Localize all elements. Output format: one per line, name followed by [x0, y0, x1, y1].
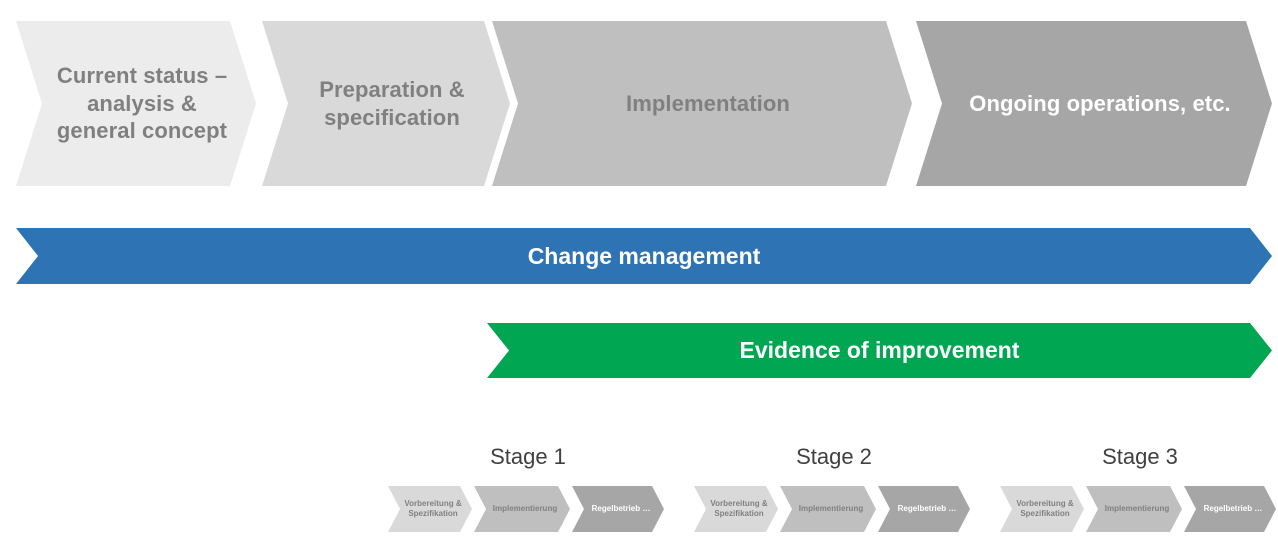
- stage-step-implementation[interactable]: Implementierung: [1086, 486, 1182, 532]
- stage-step-label: Vorbereitung & Spezifikation: [710, 498, 768, 518]
- phase-label: Ongoing operations, etc.: [969, 90, 1231, 116]
- stage-step-operations[interactable]: Regelbetrieb …: [572, 486, 664, 532]
- stage-step-label: Implementierung: [492, 503, 558, 513]
- phase-chevron-current-status[interactable]: Current status – analysis & general conc…: [16, 21, 256, 186]
- stage-step-label: Vorbereitung & Spezifikation: [1016, 498, 1074, 518]
- phase-label: Implementation: [626, 90, 790, 116]
- stage-step-preparation[interactable]: Vorbereitung & Spezifikation: [1000, 486, 1084, 532]
- stage-group-3: Stage 3 Vorbereitung & Spezifikation Imp…: [1000, 446, 1278, 532]
- stage-step-label: Implementierung: [798, 503, 864, 513]
- phase-label: Current status – analysis & general conc…: [56, 63, 228, 144]
- stage-step-label: Regelbetrieb …: [1203, 503, 1263, 513]
- stage-group-2: Stage 2 Vorbereitung & Spezifikation Imp…: [694, 446, 974, 532]
- stage-step-label: Regelbetrieb …: [897, 503, 957, 513]
- stage-chevron-row: Vorbereitung & Spezifikation Implementie…: [1000, 486, 1278, 532]
- stage-title: Stage 3: [1102, 444, 1178, 469]
- ribbon-label: Evidence of improvement: [739, 337, 1020, 363]
- stage-step-label: Regelbetrieb …: [591, 503, 651, 513]
- stage-title: Stage 1: [490, 444, 566, 469]
- stage-step-preparation[interactable]: Vorbereitung & Spezifikation: [694, 486, 778, 532]
- ribbon-label: Change management: [527, 242, 761, 269]
- stage-chevron-row: Vorbereitung & Spezifikation Implementie…: [694, 486, 974, 532]
- phase-chevron-preparation[interactable]: Preparation & specification: [262, 21, 510, 186]
- stage-title: Stage 2: [796, 444, 872, 469]
- phase-chevron-implementation[interactable]: Implementation: [492, 21, 912, 186]
- stage-step-operations[interactable]: Regelbetrieb …: [878, 486, 970, 532]
- stage-chevron-row: Vorbereitung & Spezifikation Implementie…: [388, 486, 668, 532]
- stage-group-1: Stage 1 Vorbereitung & Spezifikation Imp…: [388, 446, 668, 532]
- stage-step-implementation[interactable]: Implementierung: [474, 486, 570, 532]
- stage-step-operations[interactable]: Regelbetrieb …: [1184, 486, 1276, 532]
- stage-step-implementation[interactable]: Implementierung: [780, 486, 876, 532]
- stage-step-label: Implementierung: [1104, 503, 1170, 513]
- stage-step-preparation[interactable]: Vorbereitung & Spezifikation: [388, 486, 472, 532]
- stage-step-label: Vorbereitung & Spezifikation: [404, 498, 462, 518]
- phase-label: Preparation & specification: [319, 77, 465, 130]
- ribbon-change-management[interactable]: Change management: [16, 228, 1272, 284]
- ribbon-evidence-of-improvement[interactable]: Evidence of improvement: [487, 323, 1272, 378]
- phase-chevron-ongoing-operations[interactable]: Ongoing operations, etc.: [916, 21, 1272, 186]
